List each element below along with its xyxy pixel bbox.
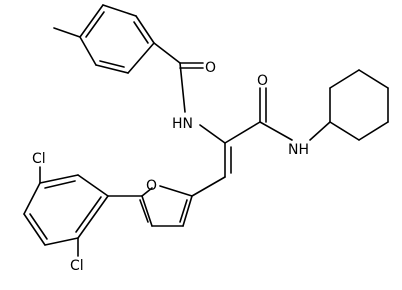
carbonyl-to-nh-bond [179,62,186,113]
toluoyl-carbonyl-bond [153,42,181,64]
furan-ring [139,185,193,227]
nh-to-cyclohexyl-bond [309,121,331,141]
alkene-to-amide-bond [224,121,261,144]
methyl-bond [53,27,81,38]
amide-nh-label-2: NH [288,142,309,158]
carbonyl-oxygen-label-1: O [205,60,216,76]
chlorine-label-lower: Cl [70,258,84,274]
cyclohexyl-ring [329,69,389,141]
amide-to-nh-bond [259,121,293,141]
nh-to-alkene-bond [199,124,226,144]
amide-nh-label-1: HN [172,116,193,132]
toluoyl-ring [79,4,155,74]
dichlorophenyl-ring [23,174,109,246]
carbonyl-oxygen-label-2: O [257,73,268,89]
vinyl-to-furan-bond [191,176,226,197]
chlorine-label-upper: Cl [32,151,46,167]
furan-oxygen-label: O [146,178,157,194]
